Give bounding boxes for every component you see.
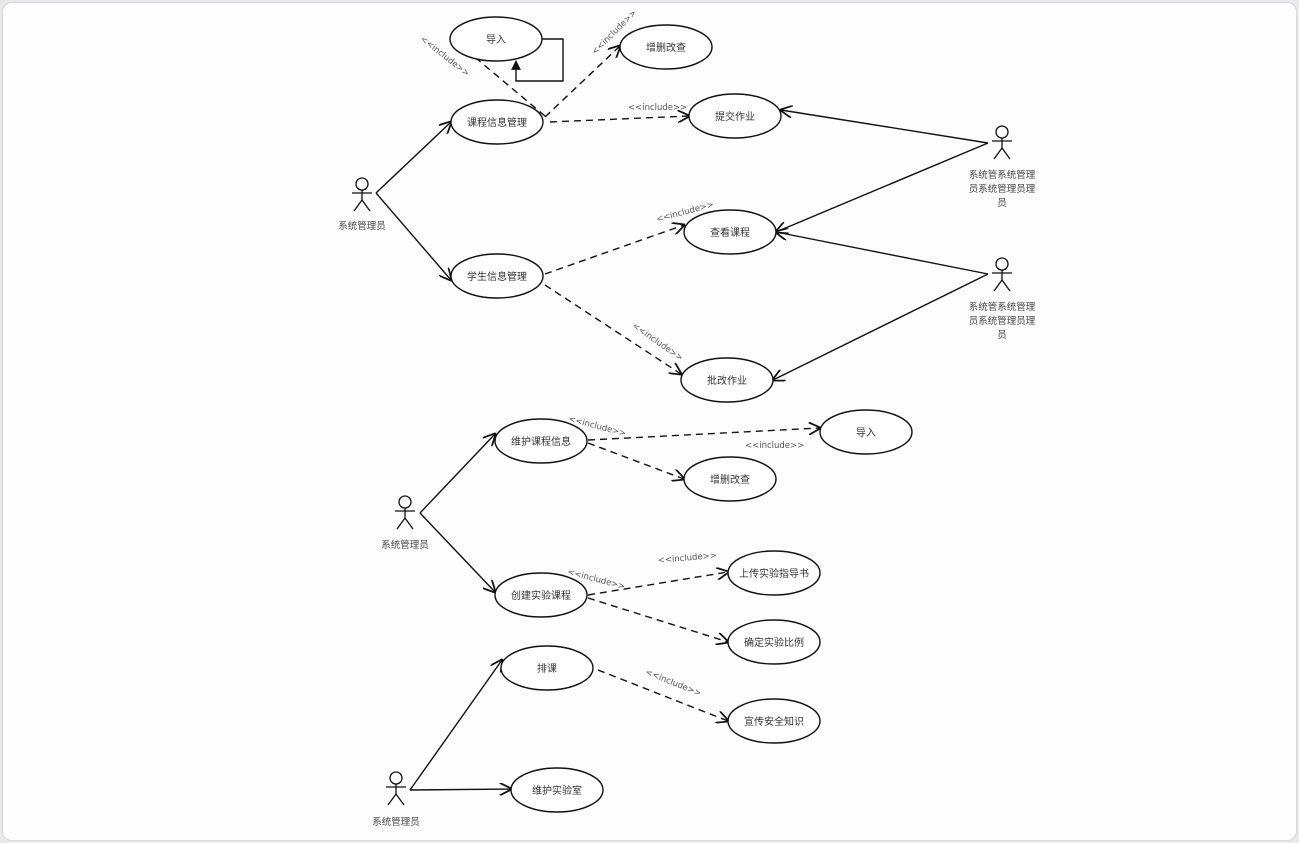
use-case-label: 学生信息管理 xyxy=(467,270,527,283)
self-loop-line xyxy=(511,38,564,82)
use-case-label: 维护课程信息 xyxy=(511,435,571,448)
actor-icon[interactable] xyxy=(992,125,1012,160)
assoc-line xyxy=(409,660,502,791)
use-case-import-2[interactable]: 导入 xyxy=(819,409,913,455)
assoc-line xyxy=(419,434,495,514)
actor-icon[interactable] xyxy=(386,771,406,806)
use-case-maintain-lab[interactable]: 维护实验室 xyxy=(510,767,604,813)
use-case-label: 排课 xyxy=(537,662,557,675)
actor-label-line: 系统管系统管理 xyxy=(969,301,1036,313)
actor-label-line: 系统管系统管理 xyxy=(969,169,1036,181)
actor-icon[interactable] xyxy=(992,257,1012,292)
actor-label: 系统管理员 xyxy=(338,220,386,232)
include-label: <<include>> xyxy=(745,441,804,451)
use-case-label: 查看课程 xyxy=(710,226,750,239)
use-case-label: 导入 xyxy=(486,34,506,46)
include-label: <<include>> xyxy=(628,103,687,113)
assoc-line xyxy=(776,232,989,275)
actor-label-line: 员 xyxy=(997,198,1007,209)
actor-label-line: 员系统管理员理 xyxy=(969,315,1036,327)
use-case-label: 提交作业 xyxy=(715,110,755,123)
use-case-label: 创建实验课程 xyxy=(511,589,571,602)
include-label: <<include>> xyxy=(644,668,703,699)
use-case-crud-2[interactable]: 增删改查 xyxy=(683,456,777,502)
assoc-line xyxy=(781,110,989,144)
include-line xyxy=(587,597,728,642)
use-case-label: 增删改查 xyxy=(646,41,686,54)
use-case-maintain-course-info[interactable]: 维护课程信息 xyxy=(494,418,588,464)
actor-label: 系统管理员 xyxy=(381,539,429,551)
use-case-label: 确定实验比例 xyxy=(744,636,804,649)
use-case-crud-1[interactable]: 增删改查 xyxy=(619,24,713,70)
use-case-label: 批改作业 xyxy=(707,374,747,387)
use-case-label: 增删改查 xyxy=(710,473,750,486)
use-case-import-1[interactable]: 导入 xyxy=(449,16,543,62)
include-label: <<include>> xyxy=(657,551,717,566)
include-line xyxy=(544,46,620,118)
include-relations xyxy=(452,38,820,721)
use-case-label: 导入 xyxy=(856,427,876,439)
use-case-student-info-mgmt[interactable]: 学生信息管理 xyxy=(450,253,544,299)
use-case-view-course[interactable]: 查看课程 xyxy=(683,209,777,255)
use-case-label: 课程信息管理 xyxy=(467,116,527,129)
actor-label-line: 员 xyxy=(997,330,1007,341)
use-case-submit-homework[interactable]: 提交作业 xyxy=(688,93,782,139)
assoc-line xyxy=(773,273,989,380)
use-case-course-info-mgmt[interactable]: 课程信息管理 xyxy=(450,99,544,145)
assoc-line xyxy=(375,192,451,280)
use-case-safety[interactable]: 宣传安全知识 xyxy=(727,698,821,744)
include-line xyxy=(549,116,689,122)
assoc-line xyxy=(776,142,989,232)
assoc-line xyxy=(409,789,511,790)
actor-label-line: 员系统管理员理 xyxy=(969,183,1036,195)
use-case-grade-homework[interactable]: 批改作业 xyxy=(680,357,774,403)
actor-icon[interactable] xyxy=(395,495,415,530)
use-case-label: 宣传安全知识 xyxy=(744,715,804,728)
use-case-set-ratio[interactable]: 确定实验比例 xyxy=(727,619,821,665)
associations xyxy=(375,38,989,791)
actor-label: 系统管理员 xyxy=(372,816,420,828)
include-label: <<include>> xyxy=(630,321,684,363)
include-line xyxy=(544,225,684,275)
use-case-label: 上传实验指导书 xyxy=(739,567,809,580)
actor-icon[interactable] xyxy=(352,177,372,212)
include-line xyxy=(587,442,684,479)
include-line xyxy=(544,284,681,374)
use-case-schedule[interactable]: 排课 xyxy=(500,645,594,691)
use-case-upload-guide[interactable]: 上传实验指导书 xyxy=(727,550,821,596)
use-case-label: 维护实验室 xyxy=(532,784,582,797)
assoc-line xyxy=(419,512,495,592)
use-case-create-lab-course[interactable]: 创建实验课程 xyxy=(494,572,588,618)
assoc-line xyxy=(375,122,451,194)
include-line xyxy=(587,428,820,441)
